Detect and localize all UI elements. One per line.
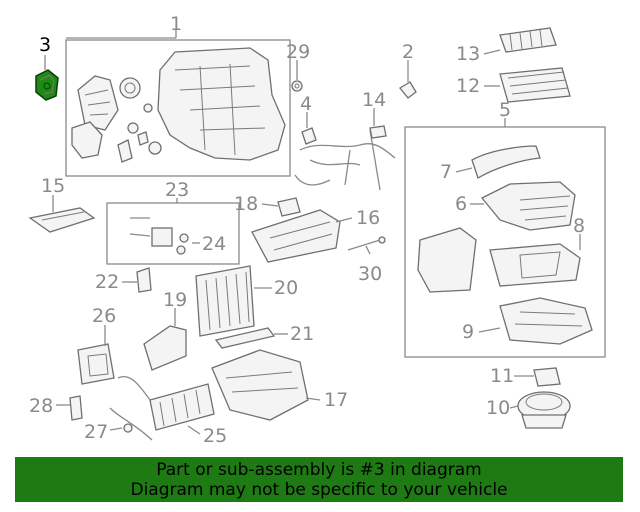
part-25-heater-core bbox=[117, 375, 215, 431]
part-23-items bbox=[129, 217, 189, 255]
callout-23: 23 bbox=[165, 179, 189, 201]
callout-24: 24 bbox=[202, 233, 226, 255]
callout-15: 15 bbox=[41, 175, 65, 197]
banner-line-2: Diagram may not be specific to your vehi… bbox=[130, 480, 508, 500]
callout-21: 21 bbox=[290, 323, 314, 345]
callout-6: 6 bbox=[455, 193, 467, 215]
callout-1: 1 bbox=[170, 13, 182, 35]
callout-5: 5 bbox=[499, 99, 511, 121]
part-1-hvac-case bbox=[71, 47, 286, 163]
part-7 bbox=[471, 145, 541, 179]
callout-25: 25 bbox=[203, 425, 227, 447]
callout-2: 2 bbox=[402, 41, 414, 63]
callout-17: 17 bbox=[324, 389, 348, 411]
part-18 bbox=[277, 197, 301, 217]
callout-8: 8 bbox=[573, 215, 585, 237]
part-8 bbox=[489, 243, 581, 287]
part-19 bbox=[143, 325, 187, 371]
callout-19: 19 bbox=[163, 289, 187, 311]
callout-4: 4 bbox=[300, 93, 312, 115]
callout-7: 7 bbox=[440, 161, 452, 183]
callout-9: 9 bbox=[462, 321, 474, 343]
part-30 bbox=[347, 236, 386, 251]
callout-16: 16 bbox=[356, 207, 380, 229]
part-22 bbox=[136, 267, 152, 293]
callout-10: 10 bbox=[486, 397, 510, 419]
callout-27: 27 bbox=[84, 421, 108, 443]
callout-3: 3 bbox=[39, 34, 51, 56]
callout-29: 29 bbox=[286, 41, 310, 63]
callout-28: 28 bbox=[29, 395, 53, 417]
parts-diagram: 1 3 29 2 13 12 4 14 5 7 6 8 9 11 10 15 2… bbox=[28, 13, 606, 447]
part-4 bbox=[301, 127, 317, 145]
callout-14: 14 bbox=[362, 89, 386, 111]
part-15 bbox=[28, 207, 96, 233]
part-20-evaporator bbox=[195, 265, 255, 337]
callout-30: 30 bbox=[358, 263, 382, 285]
banner-line-1: Part or sub-assembly is #3 in diagram bbox=[156, 460, 482, 480]
callout-22: 22 bbox=[95, 271, 119, 293]
callout-20: 20 bbox=[274, 277, 298, 299]
part-26 bbox=[77, 343, 115, 385]
callout-13: 13 bbox=[456, 43, 480, 65]
part-14-harness bbox=[294, 125, 396, 191]
part-27 bbox=[109, 407, 153, 441]
part-6 bbox=[480, 181, 576, 231]
callout-26: 26 bbox=[92, 305, 116, 327]
part-2 bbox=[399, 81, 417, 99]
part-5-housing bbox=[417, 227, 477, 293]
part-9 bbox=[499, 297, 593, 345]
part-16 bbox=[251, 209, 341, 263]
info-banner: Part or sub-assembly is #3 in diagram Di… bbox=[15, 457, 623, 502]
part-10-blower-motor bbox=[517, 391, 571, 429]
callout-11: 11 bbox=[490, 365, 514, 387]
part-21 bbox=[214, 327, 276, 349]
part-3-highlighted[interactable] bbox=[35, 69, 59, 101]
group-frame-1 bbox=[65, 39, 291, 177]
part-29 bbox=[291, 80, 303, 92]
group-frame-23 bbox=[106, 202, 240, 265]
part-13 bbox=[499, 27, 557, 53]
part-28 bbox=[69, 395, 83, 421]
callout-18: 18 bbox=[234, 193, 258, 215]
part-12-filter bbox=[499, 67, 571, 103]
part-17-lower-case bbox=[211, 349, 309, 421]
part-11 bbox=[533, 367, 561, 387]
callout-12: 12 bbox=[456, 75, 480, 97]
